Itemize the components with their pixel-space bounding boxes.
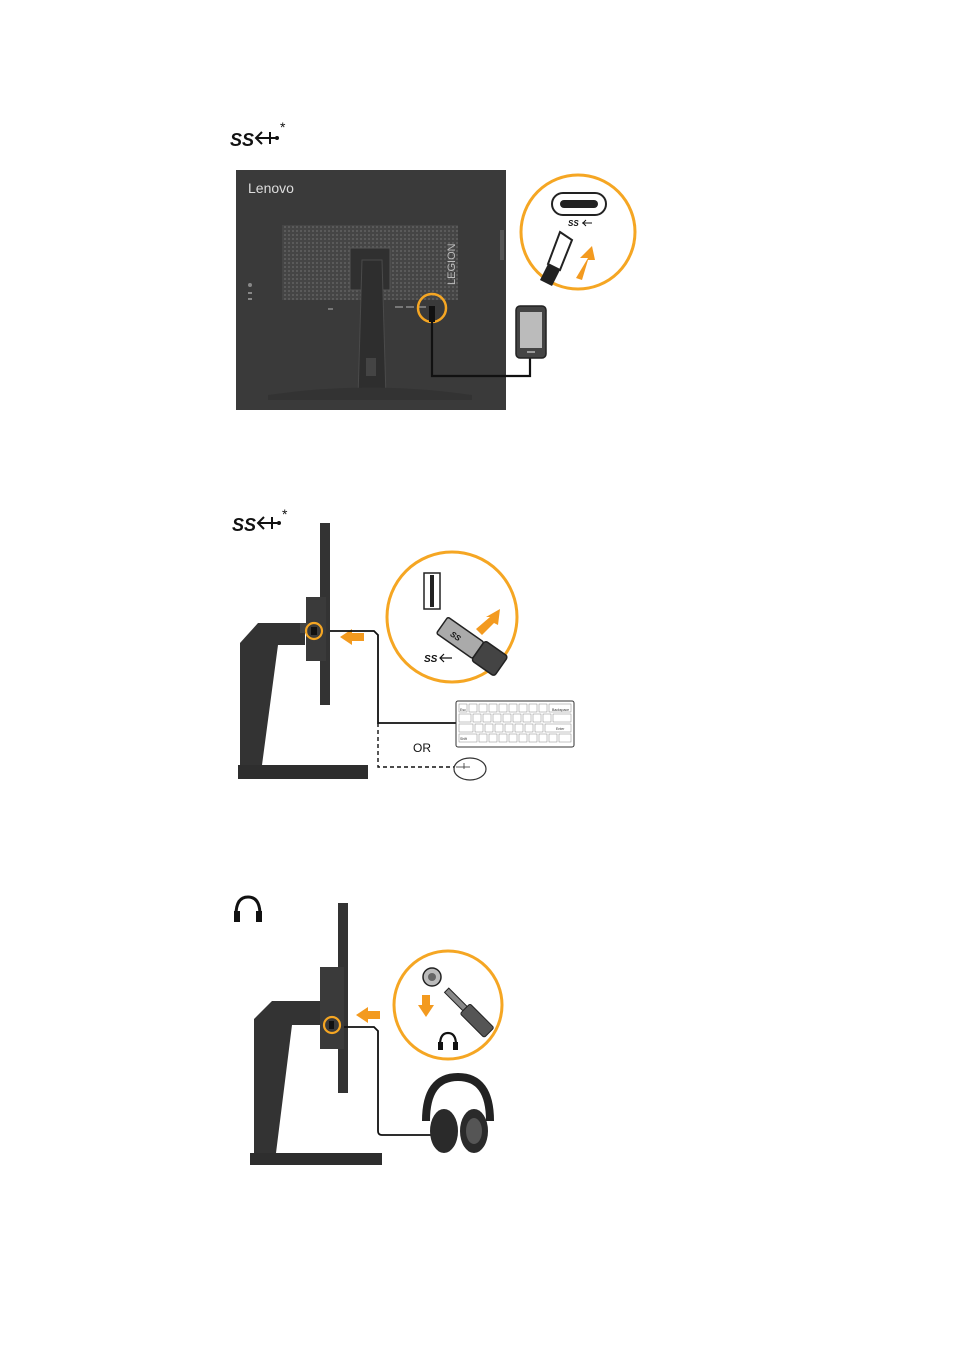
ss-text: SS — [230, 130, 254, 150]
insert-arrow-icon — [476, 609, 500, 635]
key-enter: Enter — [556, 727, 565, 731]
audio-jack-zoom — [392, 949, 504, 1061]
asterisk: * — [282, 506, 288, 522]
audio-cable — [344, 1026, 440, 1136]
port-highlight — [304, 621, 324, 641]
insert-arrow-icon — [576, 246, 595, 280]
mouse — [453, 757, 487, 781]
insert-arrow-icon — [356, 1007, 380, 1023]
key-esc: Esc — [460, 708, 466, 712]
usb-superspeed-icon: SS — [230, 130, 279, 150]
zoom-ss-text: SS — [568, 219, 579, 228]
monitor-stand — [268, 247, 472, 400]
usb-c-port-zoom: SS — [519, 173, 637, 291]
keyboard: Esc Backspace Enter Shift — [455, 700, 575, 748]
usb-a-connection-figure: SS * OR Esc Backspace Enter Shift — [0, 505, 954, 795]
usb-c-connection-figure: SS * Lenovo LEGION — [0, 110, 954, 410]
mouse-cable — [377, 723, 455, 768]
monitor-side-view — [238, 523, 368, 779]
monitor-side-view — [250, 903, 382, 1165]
ss-text: SS — [232, 515, 256, 535]
key-backspace: Backspace — [552, 708, 569, 712]
usb-a-port-zoom: SS SS — [385, 550, 519, 684]
key-shift: Shift — [460, 737, 467, 741]
lenovo-logo: Lenovo — [248, 180, 294, 196]
zoom-ss-text: SS — [424, 654, 438, 665]
port-highlight — [322, 1015, 342, 1035]
usb-superspeed-icon: SS — [232, 515, 281, 535]
usb-c-cable — [430, 322, 532, 378]
headphone-connection-figure — [0, 885, 954, 1170]
or-label: OR — [413, 741, 431, 755]
legion-logo: LEGION — [446, 243, 458, 285]
keyboard-cable — [330, 630, 460, 724]
headphones — [422, 1072, 494, 1153]
insert-arrow-icon — [340, 629, 364, 645]
smartphone — [515, 305, 547, 359]
headphones-icon — [438, 1031, 458, 1050]
insert-arrow-icon — [418, 995, 434, 1017]
asterisk: * — [280, 119, 286, 135]
headphones-icon — [234, 895, 262, 922]
